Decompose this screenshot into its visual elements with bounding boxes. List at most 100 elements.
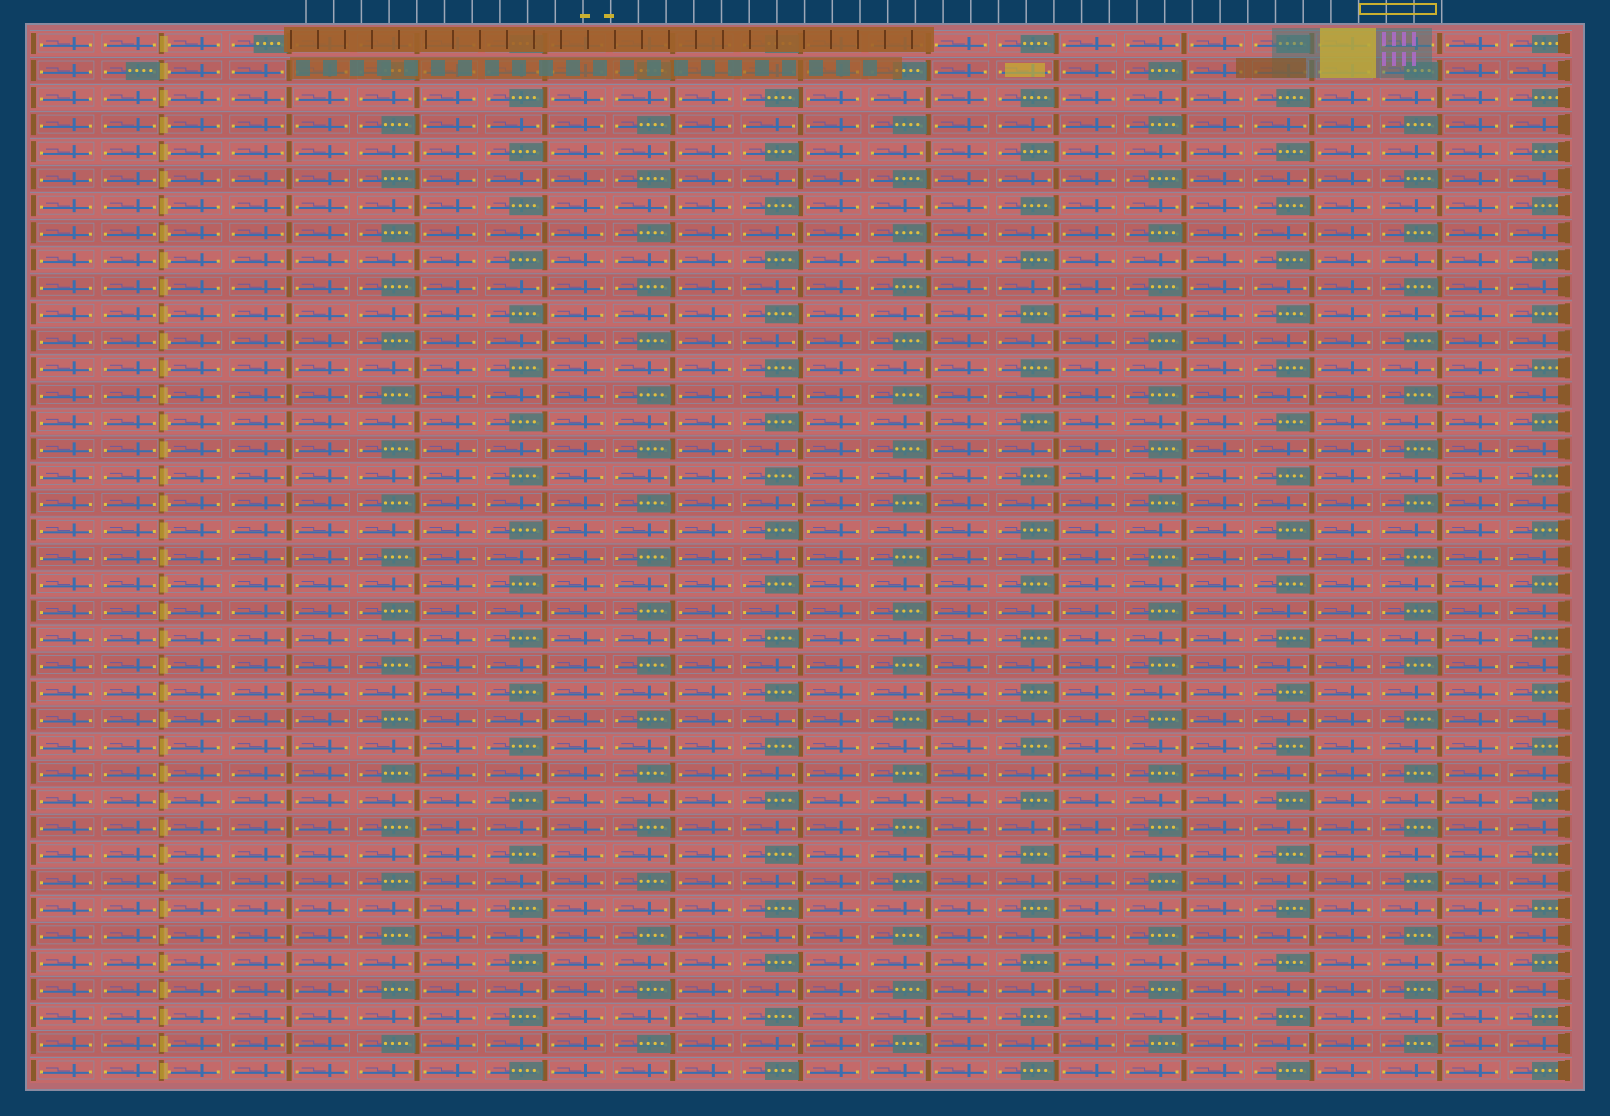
decap-cell [159,225,168,242]
well-via [1278,636,1282,640]
well-tap [286,438,292,460]
well-tap [542,600,548,622]
std-cell [1379,87,1437,107]
well-via [1157,501,1162,505]
metal1-stub [839,469,843,483]
metal1-stub [1351,280,1355,294]
via [487,205,491,209]
std-cell [1443,574,1501,593]
metal1-stub [584,739,588,753]
metal1-strap [104,504,155,507]
via [88,286,92,290]
via [1062,124,1066,128]
via [344,259,348,263]
well-tap [1309,519,1315,541]
metal1-stub [200,577,204,591]
well-via [1171,68,1176,73]
metal1-stub [1542,550,1546,564]
well-via [895,339,899,343]
std-cell [357,141,414,161]
metal1-strap [552,342,603,345]
via [487,665,491,669]
via [600,286,604,290]
metal1-strap [488,504,539,507]
metal1-stub [839,712,843,726]
via [679,340,683,344]
metal1-strap [1383,315,1434,318]
well-via [390,555,395,559]
metal1-stub [328,226,332,240]
well-via [1285,474,1289,478]
via [743,97,747,101]
metal1-stub [72,280,76,294]
via [1382,178,1386,182]
std-cell [421,222,478,242]
metal1-stub [200,64,204,78]
via [344,692,348,696]
well-tap [1437,627,1443,649]
via [1062,367,1066,371]
metal2-route [685,202,710,207]
via [88,205,92,209]
metal1-stub [136,145,140,159]
via [807,584,810,588]
well-tap [925,249,931,271]
via [1495,665,1499,669]
metal2-route [1324,581,1349,586]
via [472,97,476,101]
well-via [397,447,402,451]
metal2-route [1004,391,1029,396]
via [1318,394,1322,398]
metal1-stub [711,685,715,699]
metal1-stub [1031,334,1035,348]
std-cell [804,520,862,539]
metal1-stub [264,199,268,213]
well-via [1548,690,1552,694]
metal1-strap [296,369,347,372]
std-cell [932,357,990,377]
std-cell [421,357,478,377]
via [423,719,427,723]
well-via [1541,312,1545,316]
well-via [646,447,650,451]
std-cell [101,628,159,647]
via [472,584,476,588]
via [408,529,412,533]
metal1-stub [1478,388,1482,402]
via [679,638,683,642]
via [600,394,604,398]
cell-row [30,165,1572,192]
std-cell [996,709,1054,729]
well-via [1278,150,1282,154]
via [231,340,235,344]
via [1062,719,1066,723]
well-tap [925,492,931,514]
via [216,746,220,750]
via [344,367,348,371]
metal1-strap [680,207,731,210]
well-tap [670,573,676,595]
metal1-strap [1191,44,1242,47]
via [103,611,107,615]
metal1-stub [456,334,460,348]
via [1446,529,1450,533]
metal1-strap [808,234,858,237]
well-via [909,122,913,127]
via [536,124,540,128]
metal1-stub [200,496,204,510]
well-via [1292,636,1296,640]
metal1-stub [1095,172,1099,186]
via [679,313,683,317]
metal1-strap [1319,261,1370,264]
via [983,286,987,290]
well-via [1157,663,1162,667]
via [1126,232,1130,236]
well-via [532,95,536,100]
metal1-stub [967,118,971,132]
via [551,529,555,533]
via [1367,692,1371,696]
metal2-route [301,716,326,721]
metal2-route [940,445,965,450]
metal1-stub [711,118,715,132]
metal1-strap [1127,369,1178,372]
